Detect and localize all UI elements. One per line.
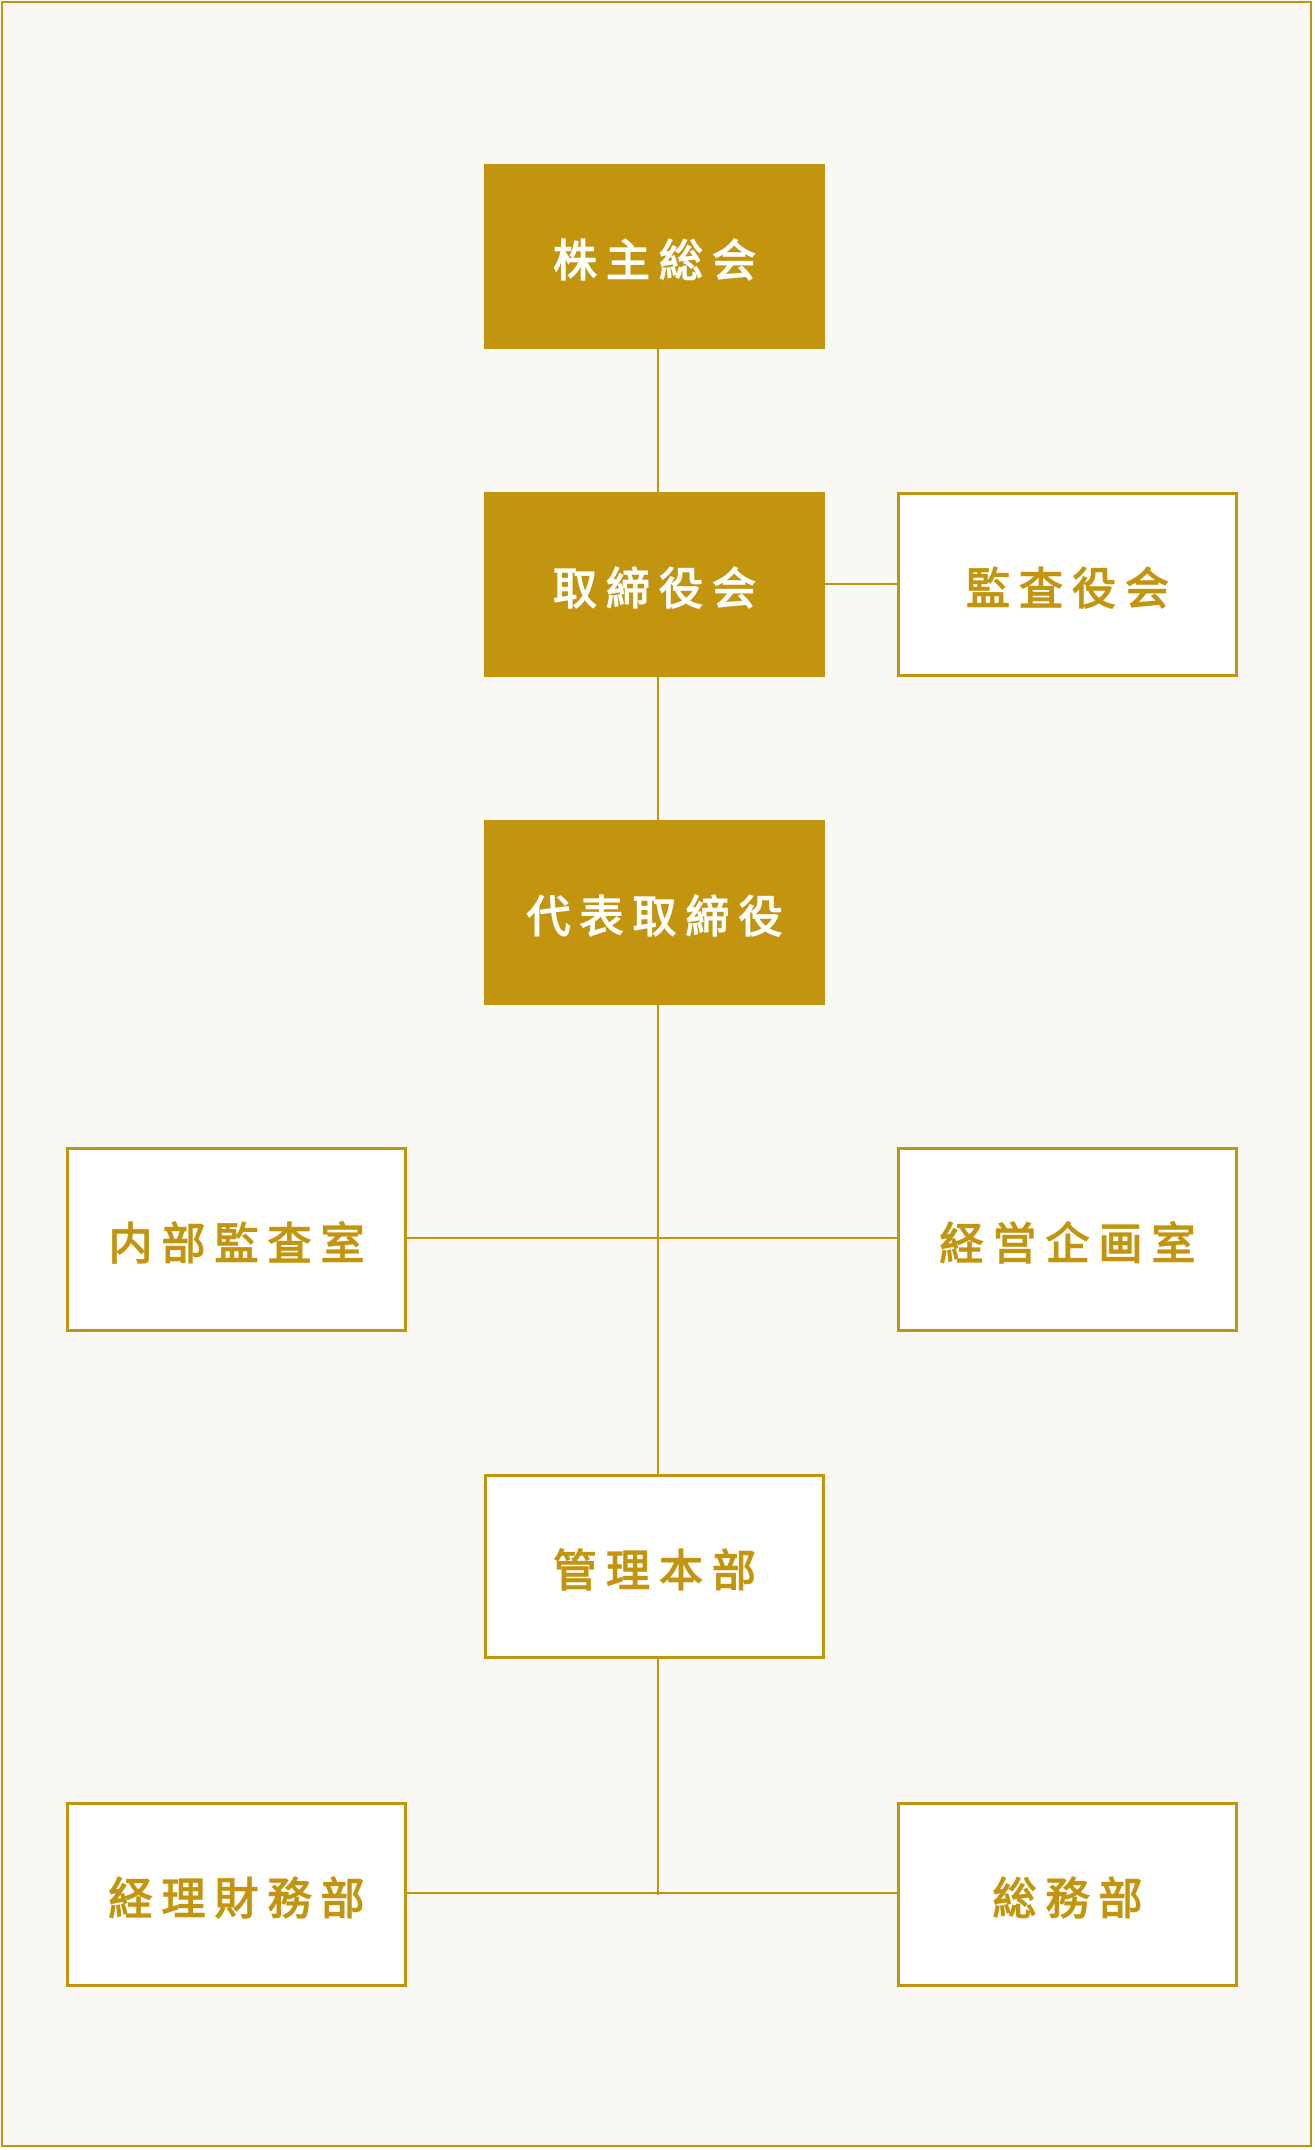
connector-shareholders-board — [657, 349, 659, 492]
accounting-finance-dept-box: 経理財務部 — [66, 1802, 407, 1987]
connector-board-representative — [657, 677, 659, 820]
audit-board-box: 監査役会 — [897, 492, 1238, 677]
connector-board-audit — [824, 583, 898, 585]
general-affairs-dept-box: 総務部 — [897, 1802, 1238, 1987]
board-of-directors-box: 取締役会 — [484, 492, 825, 677]
connector-representative-administration — [657, 1005, 659, 1474]
corporate-planning-office-box: 経営企画室 — [897, 1147, 1238, 1332]
administration-division-box: 管理本部 — [484, 1474, 825, 1659]
representative-director-box: 代表取締役 — [484, 820, 825, 1005]
connector-internal-audit-corporate-planning — [406, 1237, 898, 1239]
shareholders-meeting-box: 株主総会 — [484, 164, 825, 349]
connector-administration-departments — [657, 1658, 659, 1895]
connector-accounting-general-affairs — [406, 1892, 898, 1894]
internal-audit-office-box: 内部監査室 — [66, 1147, 407, 1332]
